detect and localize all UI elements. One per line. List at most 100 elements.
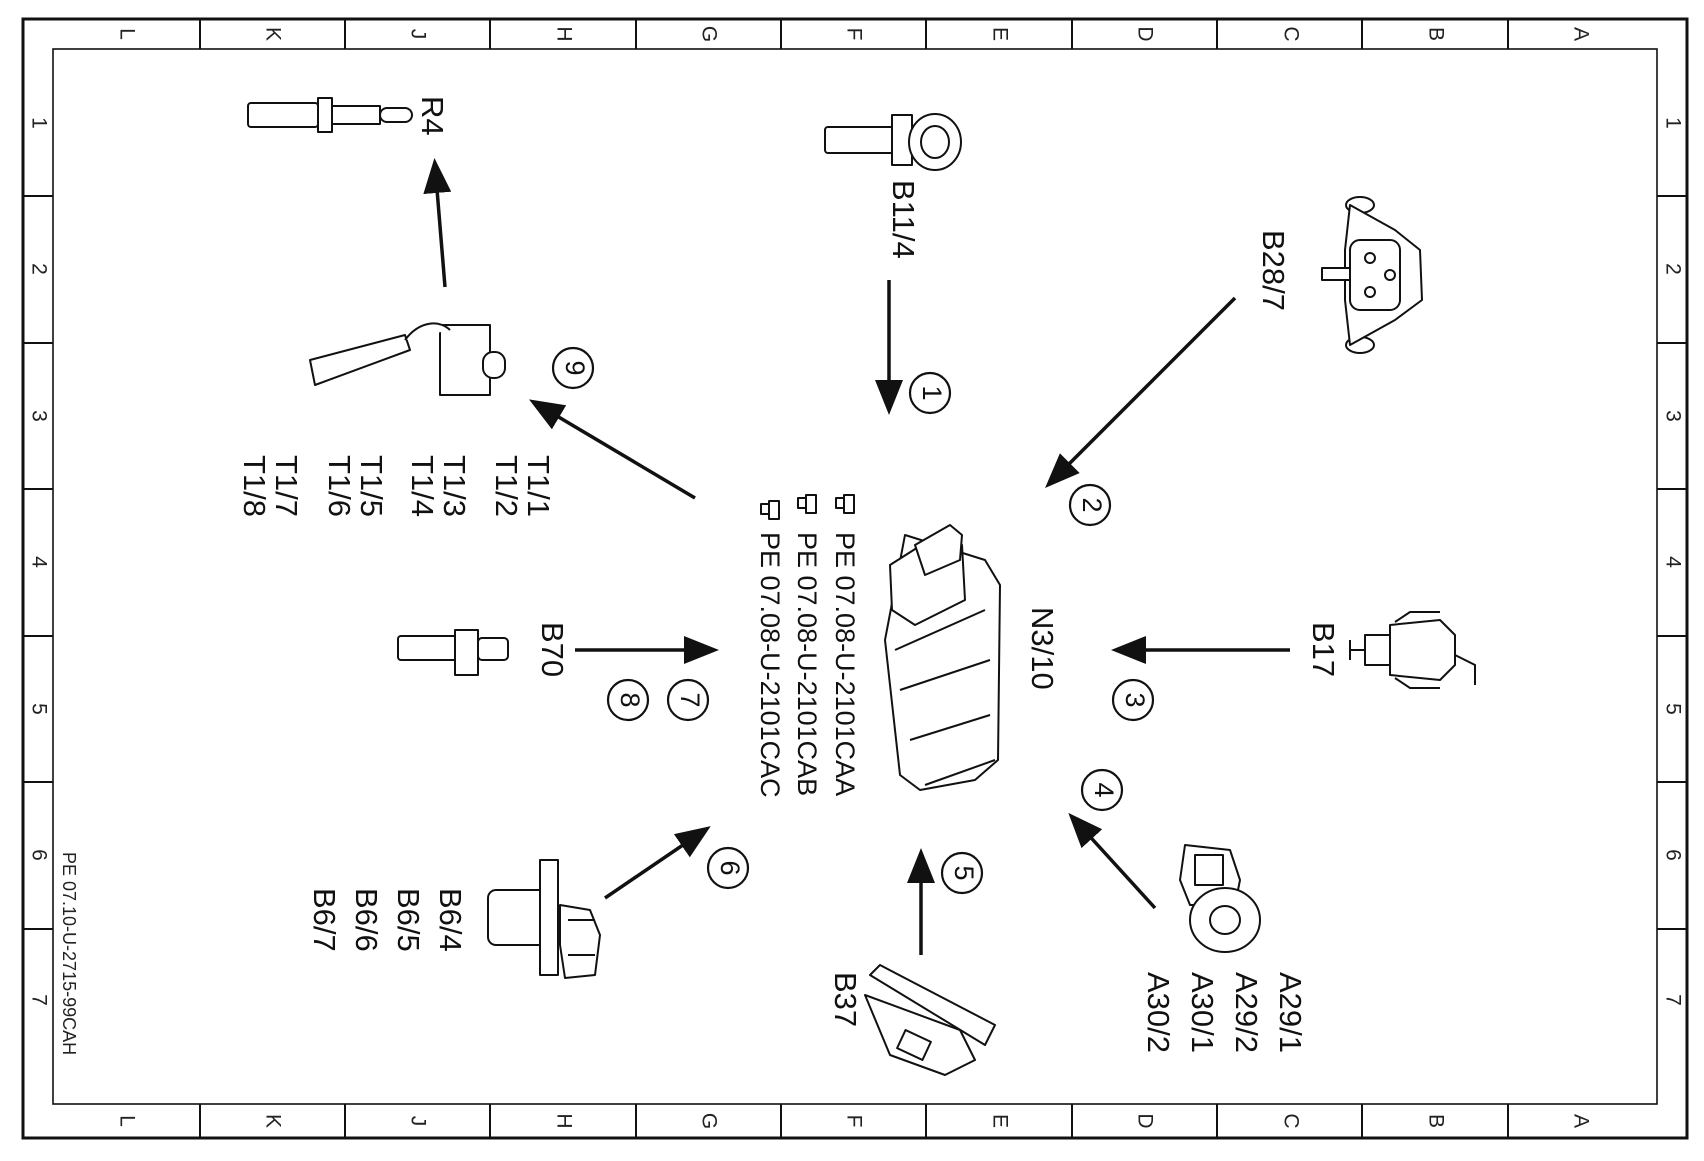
frame-right-number: 1 xyxy=(1661,117,1684,129)
callout-9-number: 9 xyxy=(560,360,590,375)
frame-bottom-letter: L xyxy=(115,1115,138,1127)
pointing-hand-icon xyxy=(835,494,855,514)
label-t1-6: T1/6 xyxy=(322,455,357,517)
arrow-b28-7 xyxy=(1045,296,1237,488)
callout-4 xyxy=(1080,768,1124,812)
label-b6-7: B6/7 xyxy=(307,888,342,952)
component-b37 xyxy=(864,964,996,1076)
callout-8-number: 8 xyxy=(615,692,645,707)
frame-left-number: 5 xyxy=(27,703,50,715)
label-b28-7: B28/7 xyxy=(1256,230,1291,311)
component-t1 xyxy=(309,322,506,396)
frame-right-number: 7 xyxy=(1661,994,1684,1006)
frame-bottom-letter: K xyxy=(261,1114,284,1128)
frame-top-letter: A xyxy=(1569,27,1592,41)
frame-bottom-letter: J xyxy=(406,1116,429,1127)
pointing-hand-icon xyxy=(797,494,817,514)
arrow-r4 xyxy=(423,158,452,288)
component-b6 xyxy=(487,859,601,979)
callout-3-number: 3 xyxy=(1120,692,1150,707)
component-b11-4 xyxy=(824,113,962,171)
frame-top-letter: B xyxy=(1424,27,1447,41)
reference-cab: PE 07.08-U-2101CAB xyxy=(792,532,822,796)
frame-right-number: 6 xyxy=(1661,849,1684,861)
reference-caa: PE 07.08-U-2101CAA xyxy=(830,532,860,796)
frame-top-letter: D xyxy=(1133,26,1156,41)
callout-5-number: 5 xyxy=(949,865,979,880)
callout-9 xyxy=(551,346,595,390)
callout-2-number: 2 xyxy=(1077,497,1107,512)
callout-2 xyxy=(1068,483,1112,527)
callout-6 xyxy=(706,846,750,890)
callout-4-number: 4 xyxy=(1089,782,1119,797)
label-b17: B17 xyxy=(1306,622,1341,677)
frame-left-number: 3 xyxy=(27,410,50,422)
frame-bottom-letter: E xyxy=(988,1114,1011,1128)
frame-right-number: 3 xyxy=(1661,410,1684,422)
label-n3-10: N3/10 xyxy=(1025,607,1060,690)
frame-right-number: 2 xyxy=(1661,263,1684,275)
label-a29-1: A29/1 xyxy=(1273,972,1308,1053)
frame-top-letter: C xyxy=(1279,26,1302,41)
frame-right-number: 5 xyxy=(1661,703,1684,715)
callout-6-number: 6 xyxy=(715,860,745,875)
callout-7 xyxy=(666,678,710,722)
callout-8 xyxy=(606,678,650,722)
arrow-a29-a30 xyxy=(1068,812,1157,910)
label-b70: B70 xyxy=(535,622,570,677)
frame-top-letter: K xyxy=(261,27,284,41)
frame-top-letter: L xyxy=(115,28,138,40)
callout-5 xyxy=(940,851,984,895)
frame-top-letter: E xyxy=(988,27,1011,41)
frame-right-number: 4 xyxy=(1661,556,1684,568)
frame-left-number: 2 xyxy=(27,263,50,275)
component-b28-7 xyxy=(1321,196,1423,354)
label-b6-6: B6/6 xyxy=(349,888,384,952)
frame-left-number: 4 xyxy=(27,556,50,568)
label-a30-1: A30/1 xyxy=(1185,972,1220,1053)
callout-7-number: 7 xyxy=(675,692,705,707)
frame-top-letter: F xyxy=(842,28,865,41)
frame-top-letter: H xyxy=(552,26,575,41)
callout-3 xyxy=(1111,678,1155,722)
component-b70 xyxy=(397,629,509,676)
frame-bottom-letter: C xyxy=(1279,1113,1302,1128)
frame-bottom-letter: B xyxy=(1424,1114,1447,1128)
frame-top-letter: J xyxy=(406,29,429,40)
label-t1-4: T1/4 xyxy=(405,455,440,517)
label-t1-7: T1/7 xyxy=(269,455,304,517)
callout-1 xyxy=(908,371,952,415)
frame-bottom-letter: G xyxy=(697,1113,720,1129)
frame-left-number: 1 xyxy=(27,117,50,129)
control-unit-n3-10 xyxy=(884,524,1001,791)
label-t1-1: T1/1 xyxy=(521,455,556,517)
component-a29-a30 xyxy=(1179,844,1261,953)
label-b37: B37 xyxy=(828,972,863,1027)
label-b6-4: B6/4 xyxy=(433,888,468,952)
label-t1-2: T1/2 xyxy=(489,455,524,517)
reference-cac: PE 07.08-U-2101CAC xyxy=(755,532,785,798)
pointing-hand-icon xyxy=(760,500,780,520)
drawing-frame: L K J H G F E D C B A L K J H G F E D C … xyxy=(21,17,1689,1140)
label-a30-2: A30/2 xyxy=(1141,972,1176,1053)
callout-1-number: 1 xyxy=(917,385,947,400)
frame-left-number: 6 xyxy=(27,849,50,861)
frame-bottom-letter: H xyxy=(552,1113,575,1128)
frame-bottom-letter: F xyxy=(842,1115,865,1128)
arrow-b6 xyxy=(604,826,711,900)
label-r4: R4 xyxy=(415,96,450,136)
label-b6-5: B6/5 xyxy=(391,888,426,952)
frame-left-number: 7 xyxy=(27,994,50,1006)
frame-bottom-letter: D xyxy=(1133,1113,1156,1128)
label-t1-5: T1/5 xyxy=(354,455,389,517)
label-t1-8: T1/8 xyxy=(237,455,272,517)
label-a29-2: A29/2 xyxy=(1229,972,1264,1053)
frame-top-letter: G xyxy=(697,26,720,42)
label-b11-4: B11/4 xyxy=(886,180,921,259)
frame-bottom-letter: A xyxy=(1569,1114,1592,1128)
arrow-t1 xyxy=(528,399,696,500)
label-t1-3: T1/3 xyxy=(437,455,472,517)
component-b17 xyxy=(1349,611,1476,689)
drawing-number: PE 07.10-U-2715-99CAH xyxy=(59,852,79,1055)
